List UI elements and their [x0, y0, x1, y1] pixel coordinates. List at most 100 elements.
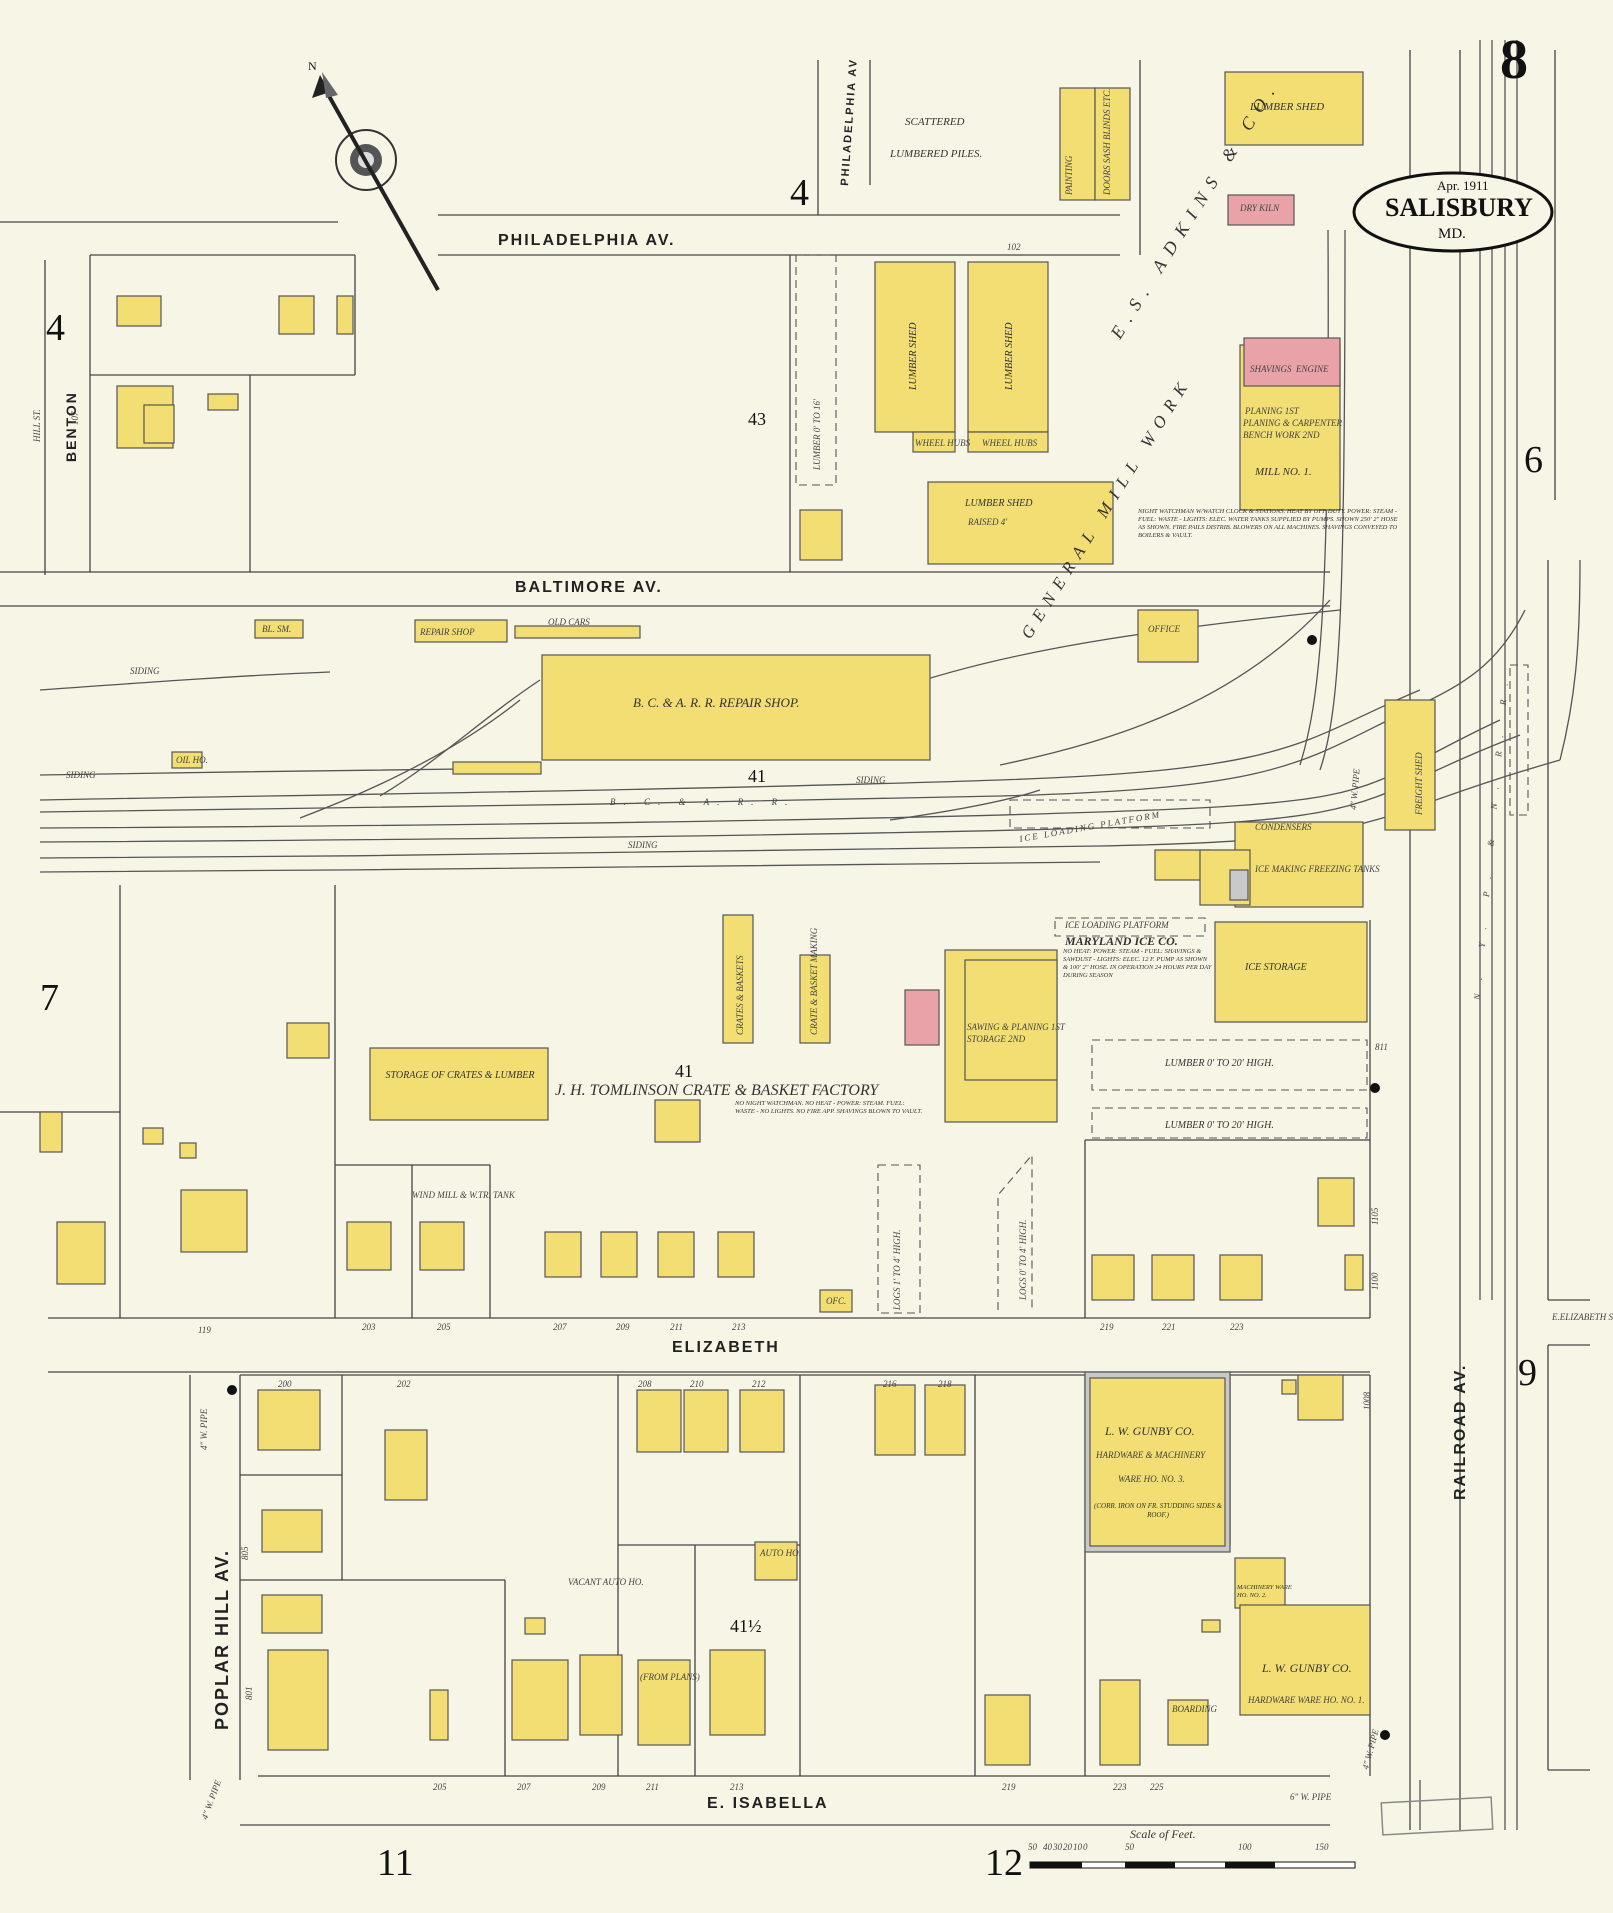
address-elizabeth-south: 202 [397, 1379, 411, 1389]
label-old-cars: OLD CARS [548, 617, 590, 627]
adjoining-sheet-numbers: 4 4 7 6 9 11 12 [40, 172, 1543, 1884]
scale-tick: 50 [1028, 1842, 1038, 1852]
label-maryland-ice-co: MARYLAND ICE CO. [1064, 934, 1178, 948]
label-lumber-shed-raised: LUMBER SHED [964, 498, 1033, 509]
lumber-pile-outlines [795, 254, 1529, 1314]
label-pipe-5: 6" W. PIPE [1290, 1792, 1332, 1802]
street-poplar-hill-av: POPLAR HILL AV. [212, 1549, 232, 1730]
page-number: 8 [1500, 29, 1528, 91]
address-misc: 102 [1007, 242, 1021, 252]
address-elizabeth-north: 119 [198, 1325, 211, 1335]
address-elizabeth-north: 205 [437, 1322, 451, 1332]
label-lumber-shed-a: LUMBER SHED [908, 322, 919, 391]
street-railroad-av: RAILROAD AV. [1452, 1364, 1469, 1500]
label-logs-a: LOGS 1' TO 4' HIGH. [892, 1230, 902, 1311]
label-gunby3-note: (CORR. IRON ON FR. STUDDING SIDES & ROOF… [1094, 1502, 1222, 1519]
label-raised: RAISED 4' [967, 517, 1008, 527]
label-crate-basket-making: CRATE & BASKET MAKING [809, 927, 819, 1035]
address-isabella: 207 [517, 1782, 531, 1792]
street-elizabeth: ELIZABETH [672, 1339, 780, 1356]
street-baltimore-av: BALTIMORE AV. [515, 579, 663, 596]
label-vacant-auto: VACANT AUTO HO. [568, 1577, 644, 1587]
label-lumber-20-high-a: LUMBER 0' TO 20' HIGH. [1164, 1058, 1274, 1069]
address-numbers: 119 203 205 207 209 211 213 219 221 223 … [70, 242, 1388, 1792]
label-gunby3-line1: L. W. GUNBY CO. [1104, 1424, 1195, 1438]
street-benton: BENTON [63, 391, 79, 462]
scale-tick: 50 [1125, 1842, 1135, 1852]
label-bench-work: BENCH WORK 2ND [1243, 430, 1320, 440]
address-misc: 801 [244, 1687, 254, 1701]
label-painting: PAINTING [1064, 155, 1074, 196]
sheet-date: Apr. 1911 [1437, 178, 1489, 193]
label-lumber-shed-top: LUMBER SHED [1249, 101, 1324, 113]
street-philadelphia-av: PHILADELPHIA AV. [498, 232, 676, 249]
scale-tick: 150 [1315, 1842, 1329, 1852]
block-43: 43 [748, 409, 766, 429]
label-condensers: CONDENSERS [1255, 822, 1312, 832]
label-engine: ENGINE [1295, 364, 1329, 374]
label-lumber-shed-b: LUMBER SHED [1004, 322, 1015, 391]
address-elizabeth-north: 211 [670, 1322, 683, 1332]
scale-tick: 40 [1043, 1842, 1053, 1852]
scale-tick: 20 [1063, 1842, 1073, 1852]
address-elizabeth-south: 216 [883, 1379, 897, 1389]
address-elizabeth-south: 210 [690, 1379, 704, 1389]
label-machinery-ware-no2: MACHINERY WARE HO. NO. 2. [1237, 1584, 1292, 1599]
label-pipe-4: 4" W. PIPE [1348, 768, 1362, 810]
label-boarding: BOARDING [1172, 1704, 1217, 1714]
label-gunby1-line1: L. W. GUNBY CO. [1261, 1661, 1352, 1675]
address-isabella: 211 [646, 1782, 659, 1792]
adjoining-sheet-right-mid: 9 [1518, 1352, 1537, 1394]
north-arrow-compass: N [308, 59, 440, 291]
label-pipe-1: 4" W. PIPE [199, 1408, 209, 1450]
label-crates-baskets: CRATES & BASKETS [735, 955, 745, 1035]
note-ice-co-fire-protection: NO HEAT: POWER: STEAM - FUEL: SHAVINGS &… [1063, 948, 1212, 979]
label-siding-3: SIDING [856, 775, 886, 785]
label-dry-kiln: DRY KILN [1239, 203, 1280, 213]
address-misc: 107 [70, 411, 80, 425]
address-isabella: 209 [592, 1782, 606, 1792]
label-office: OFFICE [1148, 624, 1180, 634]
library-stamp [1380, 1796, 1494, 1836]
street-e-isabella: E. ISABELLA [707, 1795, 829, 1812]
label-siding-4: SIDING [628, 840, 658, 850]
label-ofc: OFC. [826, 1296, 846, 1306]
label-windmill: WIND MILL & W.TR. TANK [412, 1190, 516, 1200]
note-tomlinson-fire-protection: NO NIGHT WATCHMAN. NO HEAT - POWER: STEA… [735, 1100, 923, 1115]
address-elizabeth-north: 221 [1162, 1322, 1176, 1332]
label-shavings: SHAVINGS [1250, 364, 1292, 374]
scale-tick: 30 [1052, 1842, 1063, 1852]
address-elizabeth-south: 212 [752, 1379, 766, 1389]
label-siding-2: SIDING [66, 770, 96, 780]
address-elizabeth-north: 213 [732, 1322, 746, 1332]
label-tomlinson-factory: J. H. TOMLINSON CRATE & BASKET FACTORY [555, 1082, 880, 1099]
scale-tick: 0 [1083, 1842, 1088, 1852]
label-storage-crates-lumber: STORAGE OF CRATES & LUMBER [385, 1070, 535, 1081]
label-lumbered-piles: LUMBERED PILES. [889, 148, 982, 160]
address-isabella: 223 [1113, 1782, 1127, 1792]
street-labels: PHILADELPHIA AV. PHILADELPHIA AV BALTIMO… [32, 58, 1613, 1812]
label-bcarr-tracks: B. C. & A. R. R. [610, 797, 795, 807]
block-41-upper: 41 [748, 766, 766, 786]
scale-label: Scale of Feet. [1130, 1827, 1196, 1841]
adjoining-sheet-bottom-left: 11 [377, 1842, 414, 1884]
town-name: SALISBURY [1385, 193, 1533, 222]
address-elizabeth-south: 1008 [1362, 1392, 1372, 1411]
label-logs-b: LOGS 0' TO 4' HIGH. [1018, 1220, 1028, 1301]
adjoining-sheet-right-top: 6 [1524, 439, 1543, 481]
label-scattered: SCATTERED [905, 116, 965, 128]
address-misc: 1105 [1370, 1207, 1380, 1225]
label-lumber-20-high-b: LUMBER 0' TO 20' HIGH. [1164, 1120, 1274, 1131]
address-elizabeth-south: 200 [278, 1379, 292, 1389]
label-bcarr-repair-shop: B. C. & A. R. R. REPAIR SHOP. [633, 695, 799, 710]
block-numbers: 43 41 41 41½ [675, 409, 766, 1636]
label-lumber-pile: LUMBER 0' TO 16' [812, 398, 822, 471]
address-elizabeth-south: 218 [938, 1379, 952, 1389]
label-sawing-planing: SAWING & PLANING 1ST [967, 1022, 1066, 1032]
label-gunby3-line2: HARDWARE & MACHINERY [1095, 1450, 1206, 1460]
street-lines [0, 50, 1590, 1830]
address-misc: 1100 [1370, 1272, 1380, 1290]
address-misc: 811 [1375, 1042, 1388, 1052]
scale-tick: 10 [1073, 1842, 1083, 1852]
label-from-plans: (FROM PLANS) [640, 1672, 700, 1682]
